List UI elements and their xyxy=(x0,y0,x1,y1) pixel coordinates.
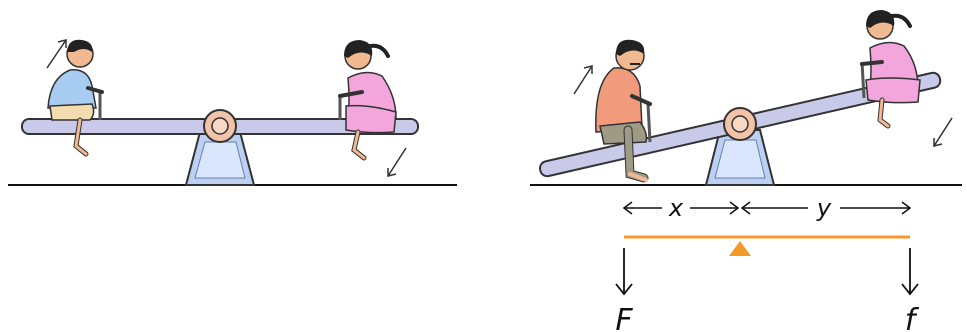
force-arrow-down-icon xyxy=(616,248,632,294)
girl-figure-raised xyxy=(862,10,920,126)
boy-figure xyxy=(48,40,102,154)
distance-x-label: x xyxy=(668,194,684,222)
force-label-right: f xyxy=(905,303,920,332)
motion-arrow-up xyxy=(574,66,592,94)
motion-arrow-up xyxy=(47,40,66,68)
girl-figure xyxy=(340,40,396,158)
motion-arrow-down xyxy=(934,118,952,146)
fulcrum-triangle-icon xyxy=(729,241,751,256)
motion-arrow-down xyxy=(388,148,406,176)
left-seesaw-scene xyxy=(8,40,457,185)
force-label-left: F xyxy=(615,303,633,332)
force-arrow-down-icon xyxy=(902,248,918,294)
distance-y-label: y xyxy=(816,194,832,222)
right-seesaw-scene: x y F f xyxy=(530,10,962,332)
